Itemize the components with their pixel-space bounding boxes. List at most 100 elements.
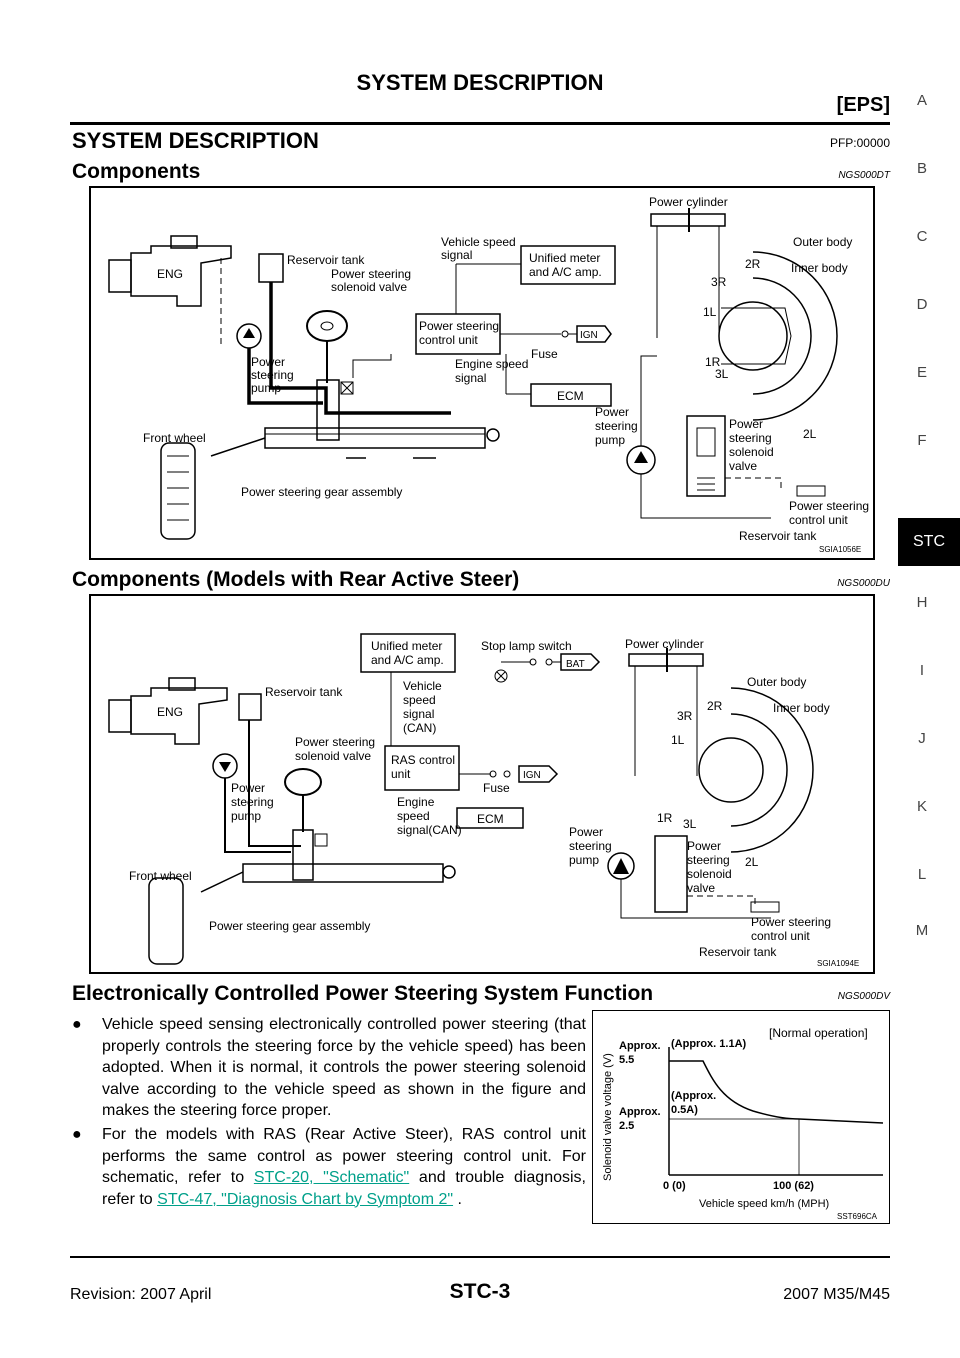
label-x-zero: 0 (0) [663,1180,686,1192]
side-index-j[interactable]: J [918,730,926,747]
label-bat: BAT [566,659,585,670]
label-inner-body-2: Inner body [773,701,830,715]
side-index-e[interactable]: E [916,364,927,381]
side-index-i[interactable]: I [919,662,925,679]
label-amp-high: (Approx. 1.1A) [671,1038,747,1050]
side-index-c[interactable]: C [916,228,928,245]
side-index-l[interactable]: L [917,866,927,883]
label-power-cylinder: Power cylinder [649,195,728,209]
label-3l-2: 3L [683,817,697,831]
bullet-dot: ● [72,1126,82,1143]
side-index-b[interactable]: B [916,160,927,177]
engine-block: ENG [108,235,232,307]
side-index-a[interactable]: A [916,92,927,109]
main-heading: SYSTEM DESCRIPTION [72,128,319,153]
footer-model: 2007 M35/M45 [783,1286,890,1303]
main-heading-code: PFP:00000 [829,136,890,150]
page-header-title: SYSTEM DESCRIPTION [356,70,604,95]
label-gear-assembly-2: Power steering gear assembly [209,919,370,933]
label-reservoir: Reservoir tank [287,253,365,267]
bullet-paragraph-2: ● For the models with RAS (Rear Active S… [72,1126,587,1208]
label-reservoir-2: Reservoir tank [265,685,343,699]
footer-rule [70,1256,890,1258]
bullet-dot: ● [72,1016,82,1033]
label-x-axis-title: Vehicle speed km/h (MPH) [699,1198,829,1210]
section-code-function: NGS000DV [837,991,890,1002]
label-x-hundred: 100 (62) [773,1180,814,1192]
label-normal-operation: [Normal operation] [769,1026,868,1040]
label-inner-body: Inner body [791,261,848,275]
side-index-f[interactable]: F [917,432,927,449]
label-ign-2: IGN [523,770,541,781]
label-ign: IGN [580,330,598,341]
label-y-axis-title: Solenoid valve voltage (V) [602,1053,614,1181]
label-fuse-2: Fuse [483,781,510,795]
label-outer-body: Outer body [793,235,852,249]
link-diagnosis-chart[interactable]: STC-47, "Diagnosis Chart by Symptom 2" [157,1190,454,1208]
side-index-stc-active[interactable]: STC [898,518,960,566]
header-rule [70,122,890,125]
label-reservoir-right-2: Reservoir tank [699,945,777,959]
label-3l: 3L [715,367,729,381]
label-reservoir-right: Reservoir tank [739,529,817,543]
side-index-d[interactable]: D [916,296,928,313]
graph-voltage-curve [669,1060,884,1124]
section-title-function: Electronically Controlled Power Steering… [72,982,654,1005]
label-1r: 1R [705,355,721,369]
label-2l-2: 2L [745,855,759,869]
label-front-wheel: Front wheel [143,431,206,445]
section-title-components: Components [72,160,201,183]
side-index-h[interactable]: H [916,594,928,611]
side-index-m[interactable]: M [915,922,929,939]
label-amp-low: (Approx.0.5A) [671,1090,716,1116]
voltage-graph-svg: [Normal operation] Solenoid valve voltag… [602,1026,884,1221]
label-eng: ENG [157,267,183,281]
section-title-components-ras: Components (Models with Rear Active Stee… [72,568,520,591]
label-2r: 2R [745,257,761,271]
label-ecm: ECM [557,389,584,403]
footer-revision: Revision: 2007 April [70,1286,212,1303]
figure-code-graph: SST696CA [837,1212,878,1221]
figure-voltage-graph: [Normal operation] Solenoid valve voltag… [592,1010,890,1224]
figure-code-2: SGIA1094E [817,959,859,968]
label-ecm-2: ECM [477,812,504,826]
label-2l: 2L [803,427,817,441]
label-front-wheel-2: Front wheel [129,869,192,883]
label-gear-assembly: Power steering gear assembly [241,485,402,499]
label-stop-lamp: Stop lamp switch [481,639,572,653]
label-1l: 1L [703,305,717,319]
label-1r-2: 1R [657,811,673,825]
label-2r-2: 2R [707,699,723,713]
figure-code-1: SGIA1056E [819,545,861,554]
label-power-cylinder-2: Power cylinder [625,637,704,651]
link-schematic[interactable]: STC-20, "Schematic" [253,1169,410,1186]
label-outer-body-2: Outer body [747,675,806,689]
section-code-components-ras: NGS000DU [837,578,890,589]
bullet-paragraph-1: ● Vehicle speed sensing electronically c… [72,1016,586,1119]
section-code-components: NGS000DT [838,170,890,181]
label-3r: 3R [711,275,727,289]
label-3r-2: 3R [677,709,693,723]
side-index-k[interactable]: K [916,798,927,815]
label-fuse: Fuse [531,347,558,361]
